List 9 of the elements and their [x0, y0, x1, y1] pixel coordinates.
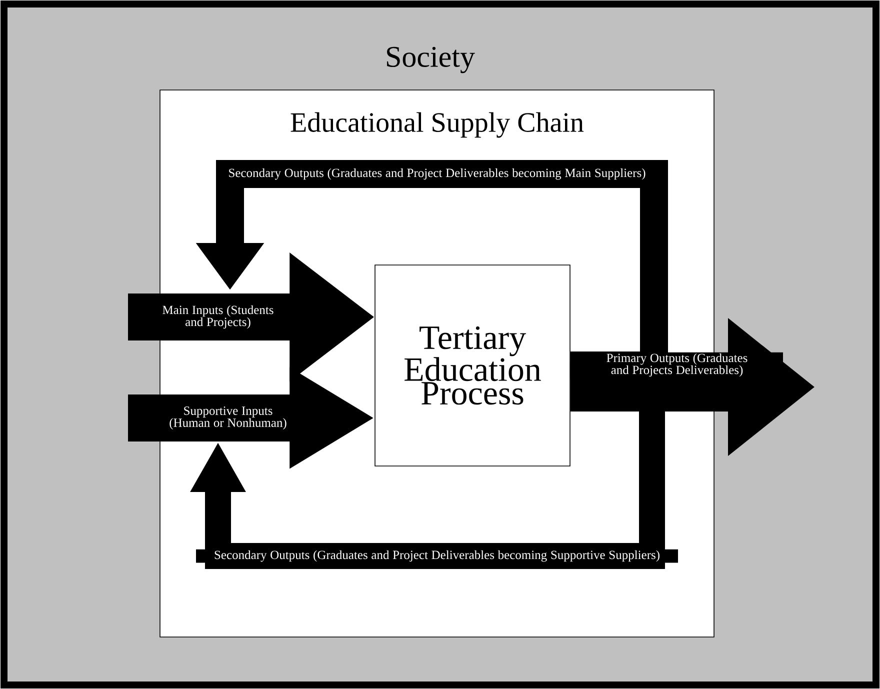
edge-label: Secondary Outputs (Graduates and Project Deliverables becoming Supportive Suppliers)	[214, 550, 660, 562]
process-box: Tertiary Education Process	[374, 264, 570, 466]
edge-label: Supportive Inputs (Human or Nonhuman)	[170, 406, 286, 430]
edge-label: Secondary Outputs (Graduates and Project Deliverables becoming Main Suppliers)	[229, 168, 646, 180]
edge-label: Main Inputs (Students and Projects)	[162, 305, 274, 329]
box-title: Educational Supply Chain	[290, 112, 584, 138]
band-title: Society	[387, 46, 475, 74]
edge-label: Primary Outputs (Graduates and Projects Deliverables)	[606, 353, 748, 377]
block-arrow	[190, 352, 665, 569]
